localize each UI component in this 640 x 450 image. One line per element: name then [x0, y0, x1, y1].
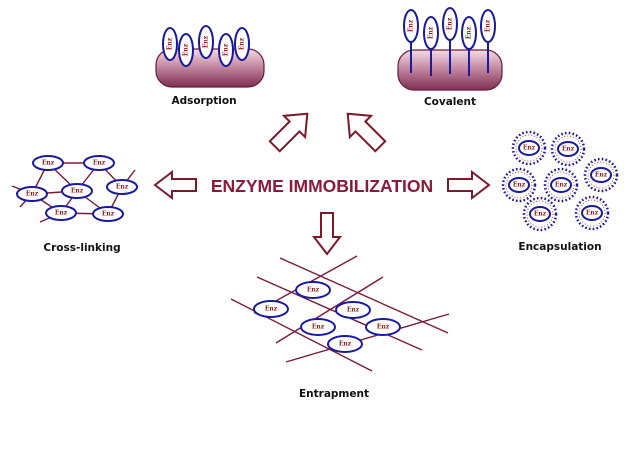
capsule-membrane [543, 167, 579, 203]
capsule-membrane [550, 131, 586, 167]
covalent-enzyme: Enz [423, 16, 439, 50]
entrapped-enzyme: Enz [335, 301, 371, 319]
capsule: Enz [583, 157, 619, 193]
entrapment-grid [230, 255, 450, 372]
adsorption-enzyme: Enz [162, 27, 178, 61]
encapsulation-label: Encapsulation [518, 241, 601, 253]
cross-linking-enzyme: Enz [61, 183, 93, 199]
encapsulated-enzyme: Enz [557, 141, 579, 157]
capsule-membrane [511, 130, 547, 166]
enzyme-label: Enz [339, 341, 352, 348]
enzyme-label: Enz [485, 19, 492, 32]
covalent-enzyme: Enz [461, 16, 477, 50]
entrapped-enzyme: Enz [327, 335, 363, 353]
arrow-left-icon [153, 169, 197, 201]
enzyme-label: Enz [555, 182, 568, 189]
adsorption-enzyme: Enz [218, 33, 234, 67]
cross-linking-label: Cross-linking [43, 242, 120, 254]
capsule: Enz [511, 130, 547, 166]
enzyme-label: Enz [223, 43, 230, 56]
enzyme-label: Enz [102, 211, 115, 218]
enzyme-label: Enz [595, 172, 608, 179]
arrow-up-right-icon [346, 112, 387, 153]
entrapped-enzyme: Enz [300, 318, 336, 336]
enzyme-label: Enz [116, 184, 129, 191]
enzyme-label: Enz [93, 160, 106, 167]
enzyme-label: Enz [265, 306, 278, 313]
enzyme-label: Enz [428, 26, 435, 39]
capsule-membrane [501, 167, 537, 203]
covalent-enzyme: Enz [480, 9, 496, 43]
enzyme-label: Enz [466, 26, 473, 39]
entrapment-label: Entrapment [299, 388, 369, 400]
cross-linking-enzyme: Enz [16, 186, 48, 202]
enzyme-label: Enz [71, 188, 84, 195]
cross-linking-enzyme: Enz [92, 206, 124, 222]
encapsulated-enzyme: Enz [508, 177, 530, 193]
diagram-title: ENZYME IMMOBILIZATION [211, 176, 433, 196]
enzyme-label: Enz [55, 210, 68, 217]
entrapped-enzyme: Enz [295, 281, 331, 299]
enzyme-label: Enz [26, 191, 39, 198]
encapsulated-enzyme: Enz [590, 167, 612, 183]
cross-linking-enzyme: Enz [83, 155, 115, 171]
enzyme-label: Enz [534, 211, 547, 218]
encapsulated-enzyme: Enz [550, 177, 572, 193]
enzyme-label: Enz [167, 37, 174, 50]
cross-linking-enzyme: Enz [32, 155, 64, 171]
enzyme-label: Enz [523, 145, 536, 152]
enzyme-label: Enz [307, 287, 320, 294]
enzyme-label: Enz [347, 307, 360, 314]
enzyme-label: Enz [312, 324, 325, 331]
capsule-membrane [522, 196, 558, 232]
encapsulated-enzyme: Enz [518, 140, 540, 156]
enzyme-label: Enz [183, 43, 190, 56]
enzyme-label: Enz [513, 182, 526, 189]
encapsulated-enzyme: Enz [581, 205, 603, 221]
capsule-membrane [574, 195, 610, 231]
capsule: Enz [501, 167, 537, 203]
arrow-up-left-icon [268, 112, 309, 153]
adsorption-enzyme: Enz [234, 27, 250, 61]
cross-linking-enzyme: Enz [45, 205, 77, 221]
encapsulated-enzyme: Enz [529, 206, 551, 222]
capsule: Enz [522, 196, 558, 232]
enzyme-label: Enz [377, 324, 390, 331]
arrow-right-icon [447, 169, 491, 201]
enzyme-label: Enz [447, 17, 454, 30]
capsule: Enz [574, 195, 610, 231]
arrows [153, 112, 491, 256]
entrapped-enzyme: Enz [365, 318, 401, 336]
enzyme-label: Enz [586, 210, 599, 217]
capsule-membrane [583, 157, 619, 193]
adsorption-enzyme: Enz [178, 33, 194, 67]
covalent-enzyme: Enz [442, 7, 458, 41]
capsule: Enz [550, 131, 586, 167]
capsule: Enz [543, 167, 579, 203]
arrow-down-icon [311, 212, 343, 256]
adsorption-enzyme: Enz [198, 25, 214, 59]
enzyme-label: Enz [239, 37, 246, 50]
enzyme-label: Enz [203, 35, 210, 48]
covalent-label: Covalent [424, 96, 476, 108]
enzyme-label: Enz [408, 19, 415, 32]
entrapped-enzyme: Enz [253, 300, 289, 318]
cross-linking-enzyme: Enz [106, 179, 138, 195]
enzyme-label: Enz [42, 160, 55, 167]
covalent-enzyme: Enz [403, 9, 419, 43]
enzyme-label: Enz [562, 146, 575, 153]
adsorption-label: Adsorption [171, 95, 236, 107]
